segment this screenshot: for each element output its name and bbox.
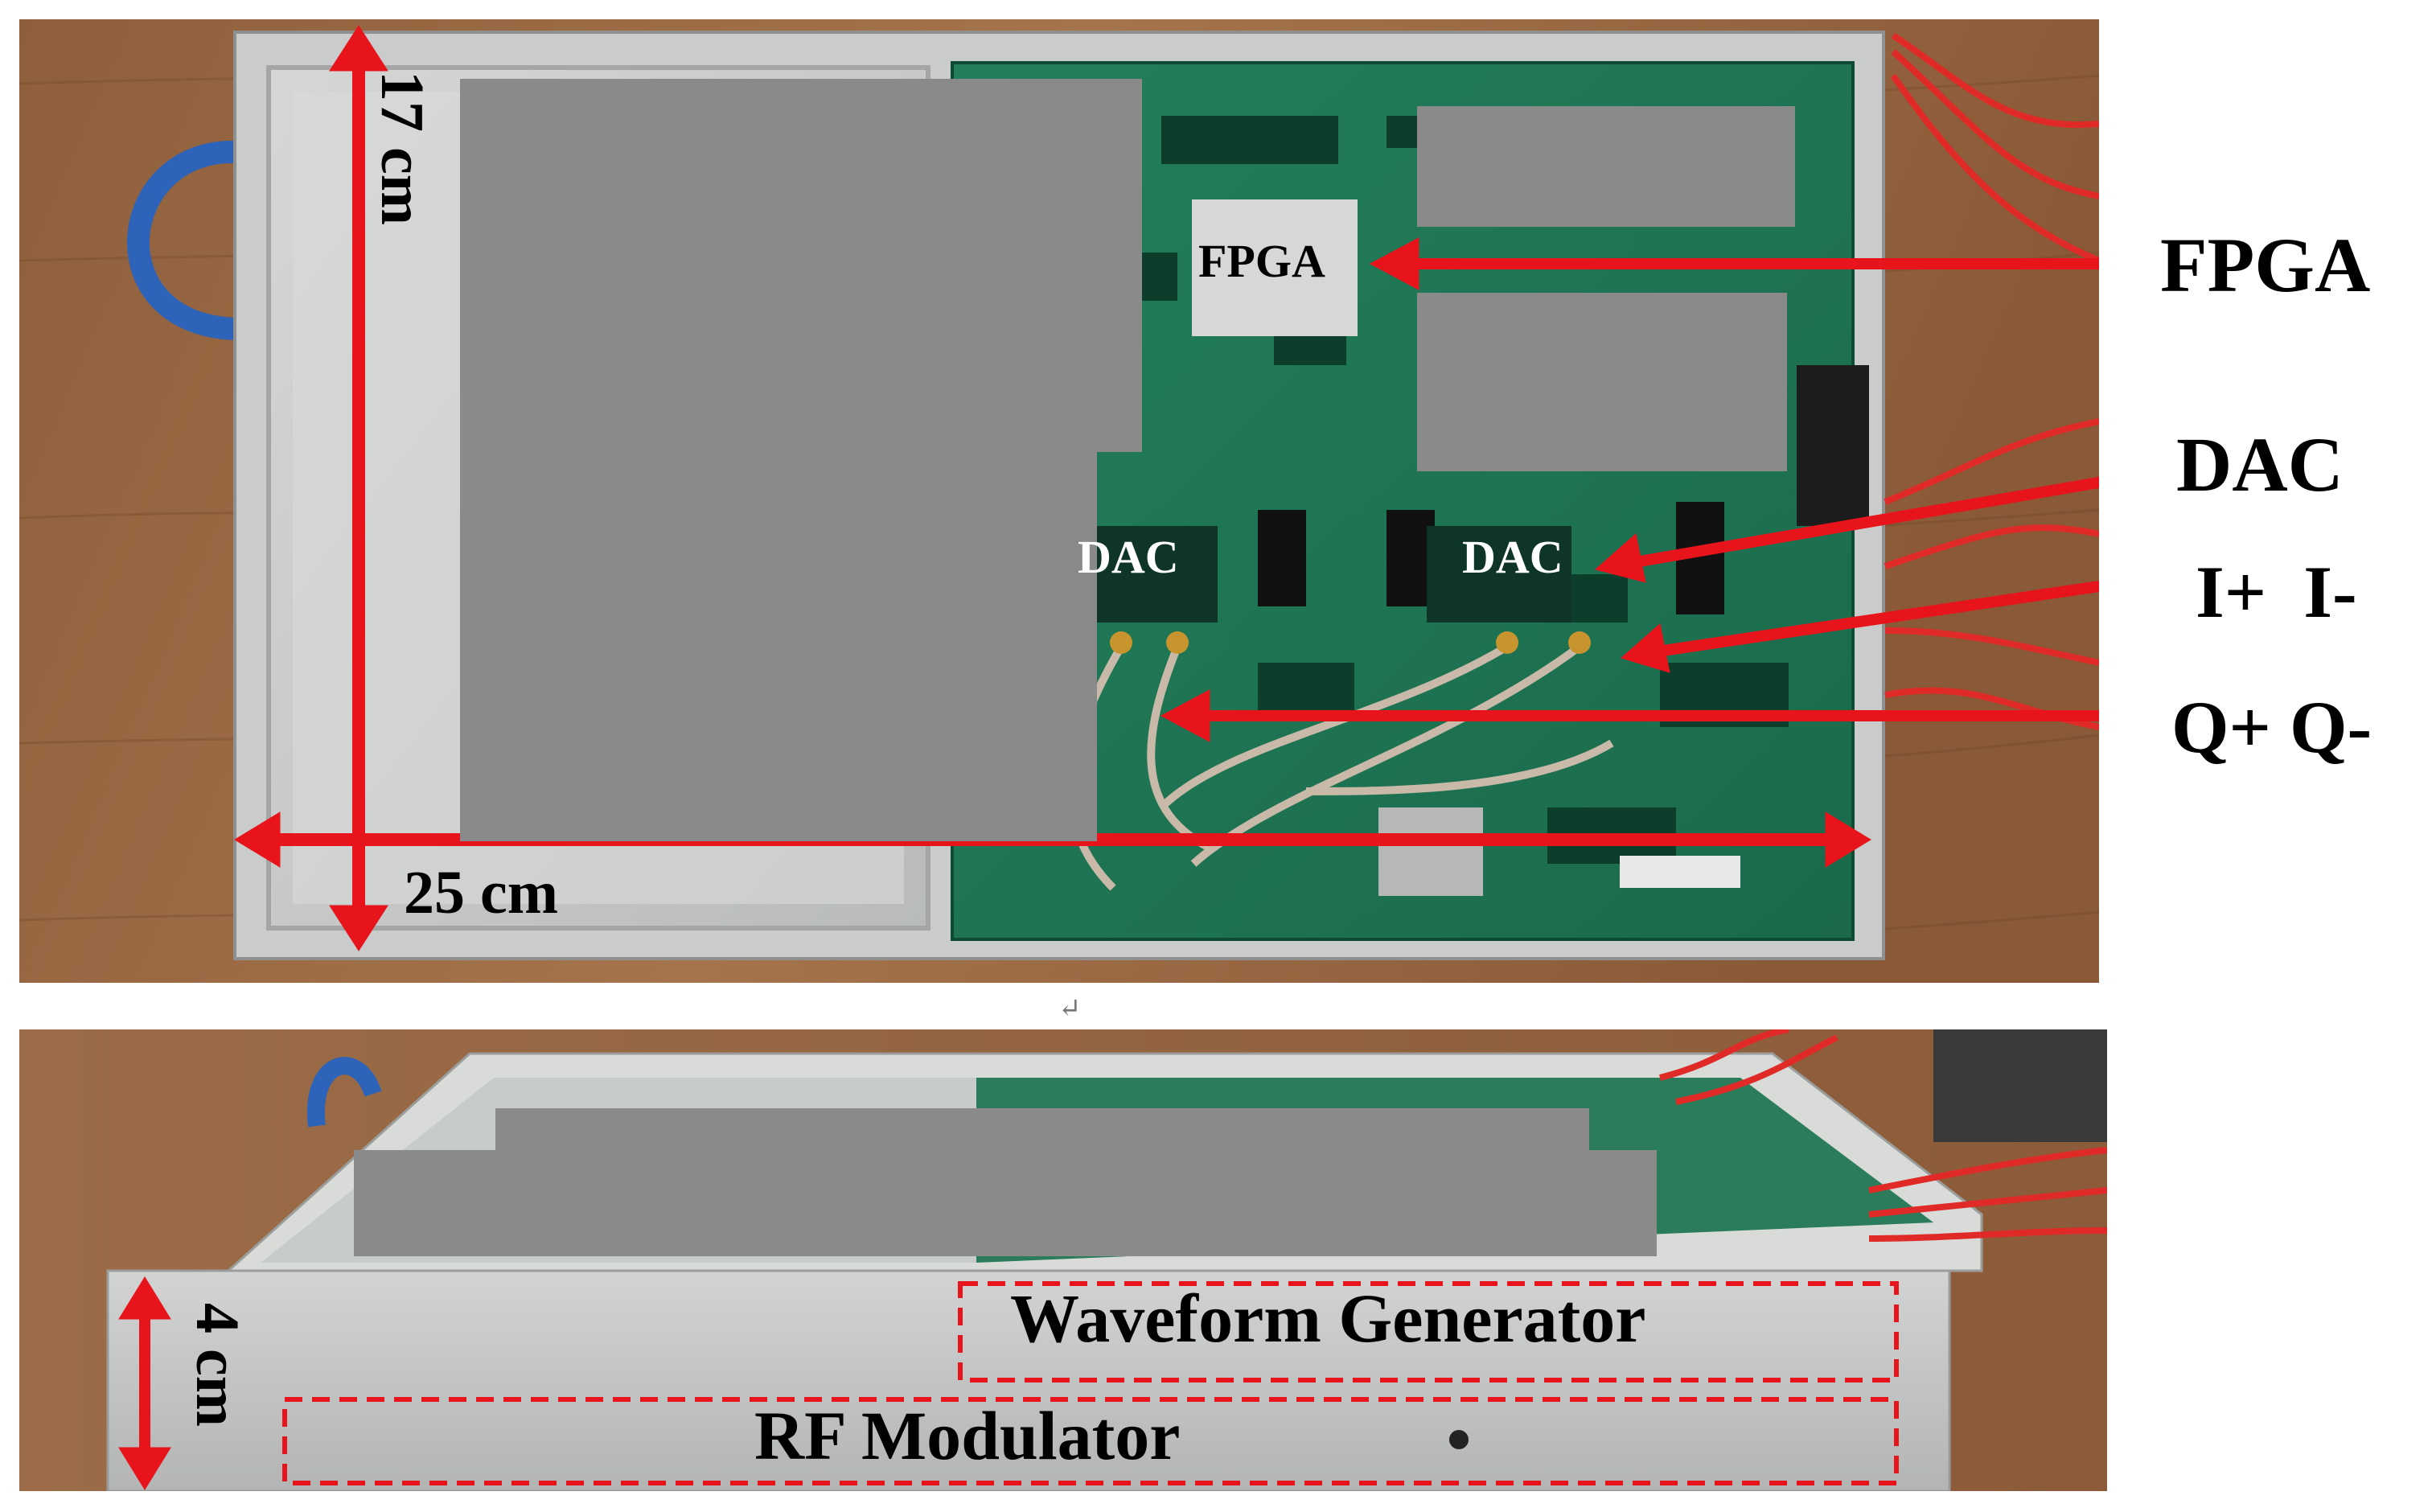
waveform-generator-label: Waveform Generator — [1010, 1280, 1646, 1357]
callout-q-plus-minus: Q+ Q- — [2171, 686, 2372, 768]
callout-arrows — [1160, 237, 2099, 742]
redaction-block — [1417, 293, 1787, 471]
dark-device — [1933, 1029, 2107, 1142]
width-dimension-label: 25 cm — [404, 859, 559, 927]
blue-handle — [306, 1057, 382, 1128]
pcb-barcode — [1620, 856, 1740, 888]
pcb-silver-chip — [1378, 807, 1483, 896]
top-photo: FPGA DAC DAC 17 cm 25 cm — [19, 19, 2099, 983]
dac-right-chip — [1427, 526, 1571, 622]
bottom-photo: Waveform Generator RF Modulator 4 cm — [19, 1029, 2107, 1491]
redaction-block — [1417, 106, 1795, 227]
height-dimension-label: 17 cm — [368, 71, 436, 226]
callout-i-plus-minus: I+ I- — [2196, 551, 2357, 633]
sma-connectors — [1110, 631, 1591, 654]
red-wires — [1659, 1029, 2107, 1242]
dac-right-chip-label: DAC — [1462, 531, 1563, 583]
rf-modulator-label: RF Modulator — [754, 1397, 1181, 1474]
height-arrow — [118, 1276, 171, 1490]
rf-modulator-box — [282, 1397, 1899, 1485]
callout-dac: DAC — [2176, 421, 2344, 507]
fpga-chip-label: FPGA — [1198, 235, 1325, 287]
waveform-generator-box — [958, 1281, 1899, 1383]
red-wires — [1884, 32, 2099, 730]
callout-fpga: FPGA — [2160, 222, 2371, 308]
redaction-block — [1097, 79, 1142, 452]
return-glyph: ↵ — [1058, 994, 1082, 1024]
ribbon-connector — [1797, 365, 1869, 526]
fpga-label-patch — [1192, 199, 1358, 336]
height-dimension-label: 4 cm — [183, 1303, 251, 1428]
redaction-block — [354, 1150, 1657, 1256]
dac-left-chip-label: DAC — [1078, 531, 1179, 583]
redaction-block — [495, 1108, 1589, 1150]
screw-hole — [1449, 1430, 1469, 1449]
redaction-block — [460, 79, 1097, 841]
blue-handle — [127, 140, 237, 340]
